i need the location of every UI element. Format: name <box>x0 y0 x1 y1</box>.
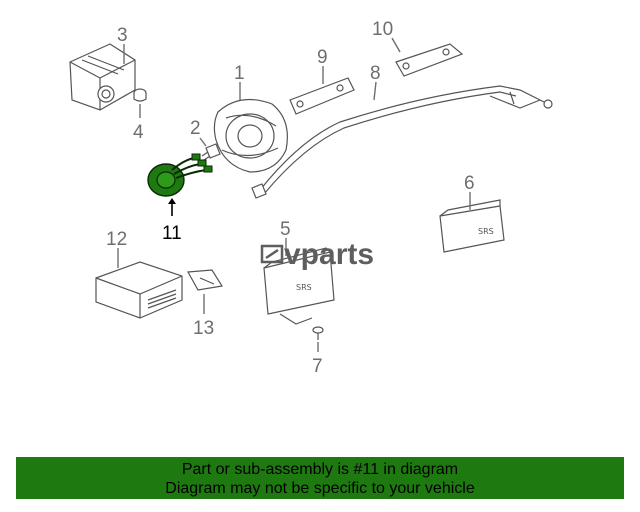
part-2-bolt[interactable] <box>201 143 221 161</box>
leader-11-arrow <box>168 198 176 204</box>
info-banner: Part or sub-assembly is #11 in diagram D… <box>16 457 624 499</box>
part-9-bracket[interactable] <box>289 77 355 115</box>
part-7-bolt[interactable] <box>312 326 324 340</box>
watermark-text: vparts <box>284 238 374 271</box>
leader-8 <box>373 81 377 101</box>
watermark-logo: vparts <box>260 238 374 271</box>
callout-4: 4 <box>133 122 144 143</box>
callout-6: 6 <box>464 173 475 194</box>
callout-10: 10 <box>372 19 393 40</box>
part-1-driver-airbag[interactable] <box>213 98 288 173</box>
part-6-sensor[interactable]: SRS <box>439 199 505 253</box>
part-13-switch[interactable] <box>187 269 223 291</box>
callout-8: 8 <box>370 63 381 84</box>
leader-10 <box>391 37 401 53</box>
callout-2: 2 <box>190 118 201 139</box>
part-12-control-module[interactable] <box>95 261 183 319</box>
parts-diagram: 3 4 1 2 11 9 <box>69 19 553 377</box>
callout-3: 3 <box>117 25 128 46</box>
banner-line-1: Part or sub-assembly is #11 in diagram <box>181 461 459 478</box>
leader-2 <box>199 137 207 147</box>
srs-label-5: SRS <box>296 283 312 292</box>
part-8-curtain-airbag[interactable] <box>251 85 553 199</box>
part-10-bracket[interactable] <box>395 43 464 77</box>
callout-5: 5 <box>280 219 291 240</box>
part-5-sensor[interactable]: SRS <box>263 247 335 325</box>
callout-11: 11 <box>162 223 182 244</box>
part-3-passenger-airbag[interactable] <box>69 43 136 111</box>
callout-12: 12 <box>106 229 127 250</box>
callout-13: 13 <box>193 318 214 339</box>
part-4-nut[interactable] <box>133 88 147 102</box>
callout-9: 9 <box>317 47 328 68</box>
callout-7: 7 <box>312 356 323 377</box>
callout-1: 1 <box>234 63 245 84</box>
banner-line-2: Diagram may not be specific to your vehi… <box>165 480 475 497</box>
srs-label-6: SRS <box>478 227 494 236</box>
part-11-clockspring[interactable] <box>147 153 213 197</box>
